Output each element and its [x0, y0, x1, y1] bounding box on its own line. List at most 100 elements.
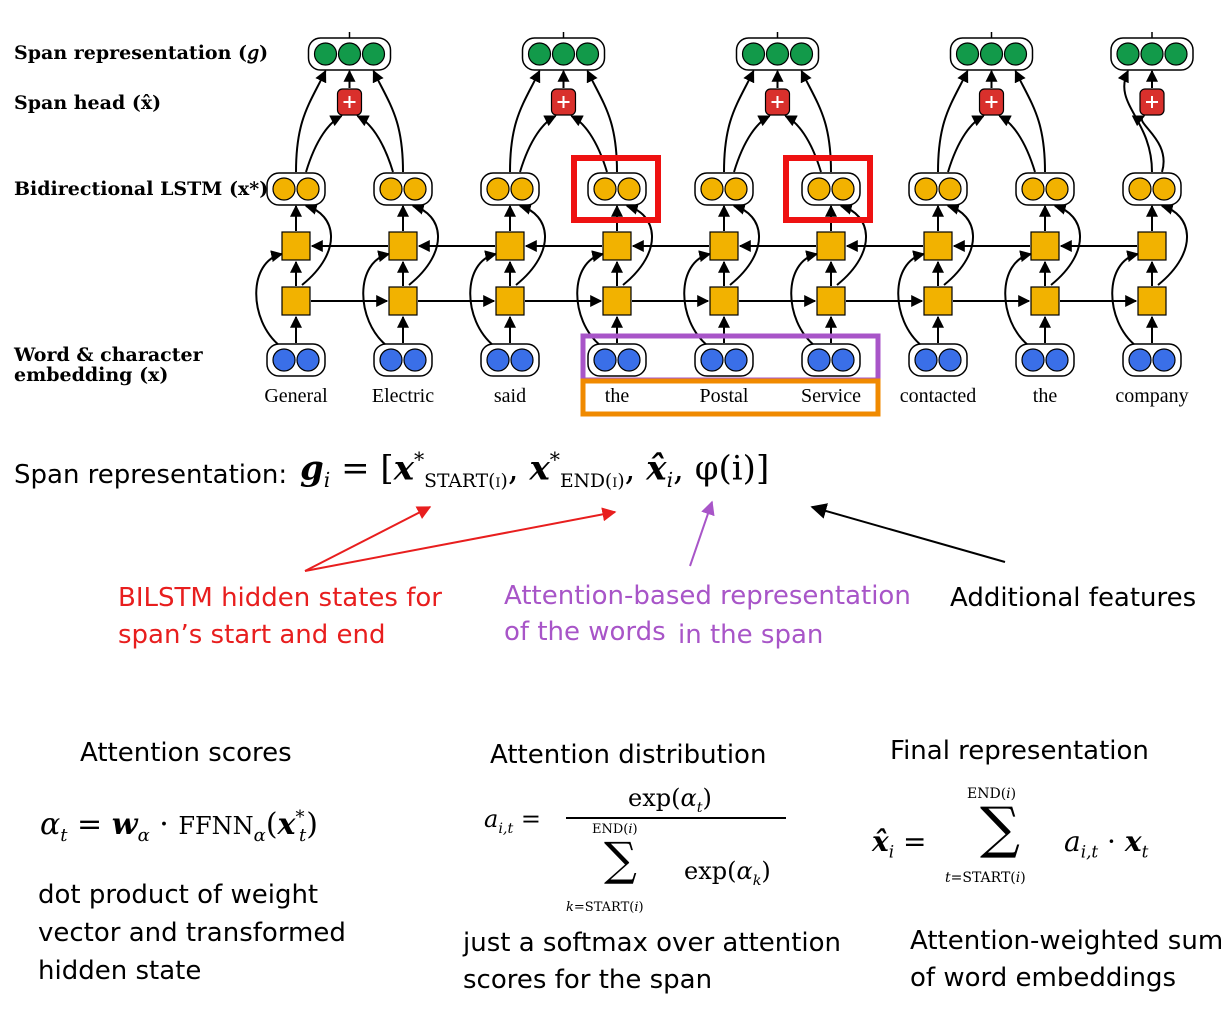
- end-to-span-curve: [372, 69, 404, 173]
- label-span-representation: Span representation (𝑔): [14, 42, 268, 64]
- purple-annotation-line2b: in the span: [678, 620, 824, 650]
- word-embedding-node: [480, 343, 540, 377]
- eq-comma-2: ,: [624, 448, 647, 489]
- eq-star-2: *: [549, 448, 560, 472]
- forward-to-hidden-curve: [836, 202, 867, 286]
- bilstm-hidden-node: [373, 172, 433, 206]
- start-to-span-curve: [1117, 69, 1153, 173]
- highlight-words-box: [580, 378, 881, 417]
- purple-annotation-line2a: of the words: [504, 617, 666, 647]
- dist-desc-1: just a softmax over attention: [463, 928, 842, 958]
- eq-paren-open: (: [265, 807, 278, 842]
- backward-lstm-cell: [1137, 231, 1167, 261]
- span-head-node: [550, 88, 577, 116]
- eq-paren-close: ): [306, 807, 318, 842]
- eq-xhat: x̂: [646, 448, 667, 489]
- scores-desc-3: hidden state: [38, 956, 202, 986]
- word-company: company: [1115, 385, 1188, 407]
- dist-numerator: exp(αt): [628, 784, 712, 816]
- hidden-to-head-curve: [356, 115, 394, 173]
- word-the: the: [1033, 385, 1058, 407]
- span-architecture-diagram: Span representation (𝑔) Span head (x̂) B…: [13, 32, 1194, 417]
- bilstm-hidden-node: [908, 172, 968, 206]
- label-embedding-1: Word & character: [13, 344, 204, 366]
- word-general: General: [264, 385, 328, 407]
- span-representation-node: [521, 32, 606, 71]
- dist-lhs: ai,t =: [484, 805, 542, 837]
- forward-to-hidden-curve: [1050, 202, 1081, 286]
- forward-to-hidden-curve: [943, 202, 974, 286]
- start-to-span-curve: [937, 69, 969, 173]
- eq-alpha: α: [40, 807, 61, 842]
- forward-lstm-cell: [1137, 286, 1167, 316]
- hidden-to-head-curve: [998, 115, 1036, 173]
- dist-sum-upper: END(i): [592, 822, 638, 837]
- red-annotation-line2: span’s start and end: [118, 620, 386, 650]
- forward-to-hidden-curve: [515, 202, 546, 286]
- final-sum-sign: ∑: [980, 796, 1020, 861]
- embed-to-backward-curve: [362, 250, 391, 347]
- word-embedding-node: [694, 343, 754, 377]
- dist-sum-sign: ∑: [604, 832, 637, 886]
- word-said: said: [494, 385, 526, 407]
- word-embedding-node: [801, 343, 861, 377]
- forward-lstm-cell: [495, 286, 525, 316]
- eq-end-sub: END(i): [559, 471, 625, 493]
- eq-dot: ·: [159, 807, 169, 842]
- embed-to-backward-curve: [1111, 250, 1140, 347]
- backward-lstm-cell: [1030, 231, 1060, 261]
- scores-equation: αt = wα · FFNNα(x*t): [40, 807, 318, 846]
- span-equation: gi = [x*START(i), x*END(i), x̂i, φ(i)]: [300, 448, 769, 492]
- backward-lstm-cell: [923, 231, 953, 261]
- forward-lstm-cell: [816, 286, 846, 316]
- forward-to-hidden-curve: [1157, 202, 1188, 286]
- span-head-node: [764, 88, 791, 116]
- word-service: Service: [801, 385, 861, 407]
- word-embedding-node: [266, 343, 326, 377]
- bilstm-hidden-node: [694, 172, 754, 206]
- eq-ffnn: FFNN: [178, 812, 254, 840]
- dist-sum-lower: k=START(i): [566, 900, 644, 915]
- eq-comma-1: ,: [507, 448, 530, 489]
- scores-title: Attention scores: [80, 738, 292, 768]
- label-span-head: Span head (x̂): [14, 92, 161, 114]
- word-embedding-node: [587, 343, 647, 377]
- final-sum-upper: END(i): [967, 786, 1017, 802]
- hidden-to-head-curve: [1131, 115, 1165, 173]
- eq-g-sub: i: [323, 468, 331, 493]
- dist-title: Attention distribution: [490, 740, 767, 770]
- span-representation-node: [735, 32, 820, 71]
- eq-close: ]: [755, 448, 770, 489]
- red-arrow-end: [304, 507, 617, 572]
- embed-to-backward-curve: [469, 250, 498, 347]
- forward-lstm-cell: [281, 286, 311, 316]
- label-embedding-2: embedding (x): [14, 364, 168, 386]
- purple-annotation-line1: Attention-based representation: [504, 581, 911, 611]
- hidden-to-head-curve: [733, 115, 771, 173]
- span-equation-prefix: Span representation:: [14, 460, 288, 490]
- hidden-to-head-curve: [947, 115, 985, 173]
- span-representation-node: [949, 32, 1034, 71]
- hidden-to-head-curve: [519, 115, 557, 173]
- backward-lstm-cell: [388, 231, 418, 261]
- forward-lstm-cell: [388, 286, 418, 316]
- final-lhs: x̂i =: [872, 825, 927, 862]
- final-title: Final representation: [890, 736, 1149, 766]
- red-annotation-line1: BILSTM hidden states for: [118, 583, 442, 613]
- backward-lstm-cell: [281, 231, 311, 261]
- scores-desc-1: dot product of weight: [38, 880, 319, 910]
- span-head-node: [978, 88, 1005, 116]
- embed-to-backward-curve: [897, 250, 926, 347]
- highlight-end-box: [783, 155, 873, 223]
- word-embedding-node: [908, 343, 968, 377]
- hidden-to-head-curve: [305, 115, 343, 173]
- purple-arrow: [689, 500, 715, 567]
- forward-to-hidden-curve: [408, 202, 439, 286]
- eq-phi: φ(i): [694, 448, 756, 489]
- embed-to-backward-curve: [255, 250, 284, 347]
- eq-scores-eq: =: [77, 807, 103, 842]
- annotation-arrows: [304, 500, 1006, 572]
- dist-denominator: exp(αk): [684, 857, 771, 889]
- red-arrow-start: [304, 506, 432, 572]
